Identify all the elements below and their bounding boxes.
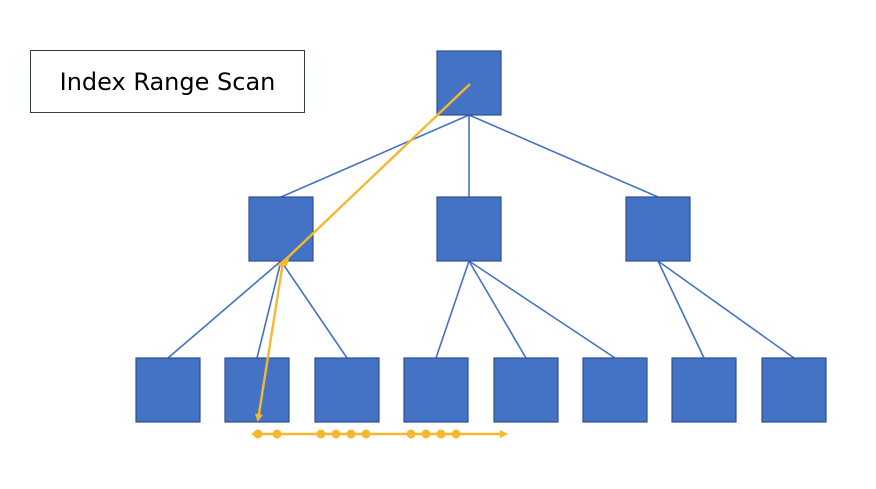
scan-dot-5 (361, 429, 371, 439)
branch-node-2 (625, 196, 691, 262)
descent-arrowhead-branch (276, 254, 290, 266)
edge-branch-0-leaf-0 (167, 260, 282, 359)
title-box: Index Range Scan (30, 50, 305, 113)
scan-dot-0 (253, 429, 263, 439)
scan-dot-3 (331, 429, 341, 439)
edge-branch-0-leaf-1 (256, 260, 282, 359)
edge-branch-1-leaf-4 (468, 260, 527, 359)
branch-node-0 (248, 196, 314, 262)
scan-dot-8 (436, 429, 446, 439)
edge-root-branch-0 (280, 114, 470, 198)
leaf-node-6 (671, 357, 737, 423)
leaf-node-3 (403, 357, 469, 423)
edge-root-branch-2 (468, 114, 659, 198)
edge-branch-2-leaf-7 (657, 260, 795, 359)
scan-dot-9 (451, 429, 461, 439)
scan-dot-2 (316, 429, 326, 439)
scan-path (252, 83, 508, 439)
leaf-node-0 (135, 357, 201, 423)
leaf-node-7 (761, 357, 827, 423)
scan-dot-6 (406, 429, 416, 439)
diagram-title: Index Range Scan (59, 67, 276, 96)
edge-branch-1-leaf-5 (468, 260, 616, 359)
leaf-node-5 (582, 357, 648, 423)
scan-dot-1 (272, 429, 282, 439)
leaf-node-4 (493, 357, 559, 423)
leaf-node-2 (314, 357, 380, 423)
scan-dot-4 (346, 429, 356, 439)
root-node (436, 50, 502, 116)
tree-edges (167, 114, 795, 359)
edge-branch-0-leaf-2 (280, 260, 348, 359)
edge-branch-2-leaf-6 (657, 260, 705, 359)
edge-branch-1-leaf-3 (435, 260, 470, 359)
leaf-node-1 (224, 357, 290, 423)
scan-dot-7 (421, 429, 431, 439)
branch-node-1 (436, 196, 502, 262)
tree-nodes (135, 50, 827, 423)
